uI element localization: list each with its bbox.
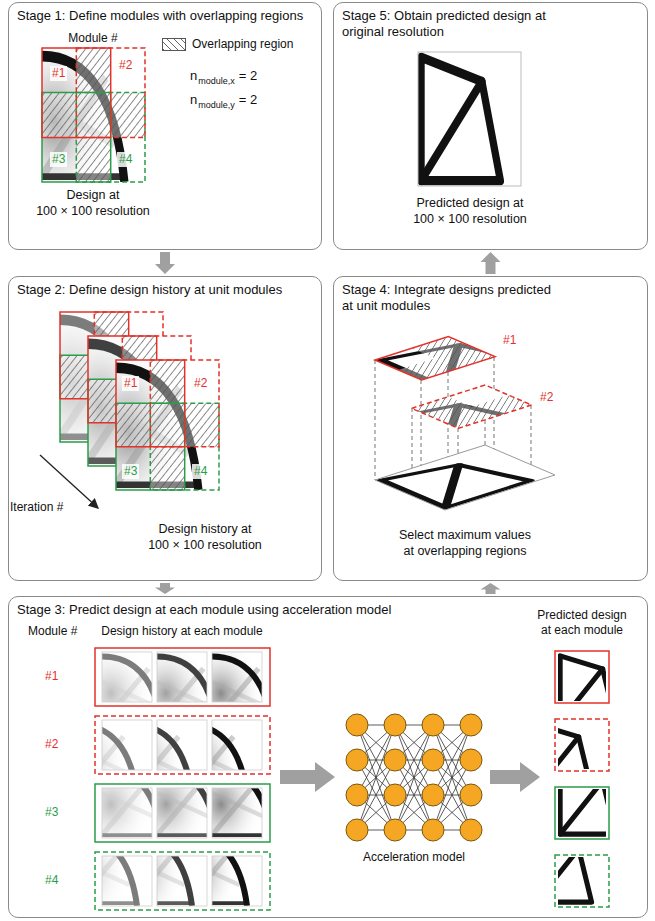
caption: Select maximum values at overlapping reg… [399, 528, 531, 559]
predicted-modules [534, 651, 630, 907]
text-line: Design at [67, 188, 120, 202]
neural-network [346, 714, 482, 841]
integration-layers [375, 325, 555, 510]
module-history-rows [77, 648, 287, 910]
module-number: #3 [122, 464, 139, 479]
stage1-design [42, 48, 145, 182]
axis-label: Iteration # [10, 500, 63, 515]
stage5-design [418, 52, 521, 186]
symbol: n [190, 68, 197, 84]
module-number: #2 [45, 737, 58, 752]
legend-swatch [162, 38, 186, 51]
text-line: Stage 5: Obtain predicted design at [342, 8, 546, 23]
text-line: Predicted design at [416, 196, 523, 210]
text-line: Design history at [158, 522, 251, 536]
module-number: #2 [192, 376, 209, 391]
module-number: #3 [45, 805, 58, 820]
stage-heading: Stage 3: Predict design at each module u… [17, 602, 391, 618]
module-number: #1 [122, 376, 139, 391]
text-line: at overlapping regions [404, 544, 527, 558]
text-line: 100 × 100 resolution [36, 204, 150, 218]
text-label: Module # [68, 31, 117, 46]
text-line: Select maximum values [399, 528, 531, 542]
module-number: #1 [50, 66, 67, 81]
legend-text: Overlapping region [192, 37, 293, 52]
text-line: Predicted design [537, 608, 626, 622]
stage-heading: Stage 5: Obtain predicted design at orig… [342, 8, 546, 40]
caption: Predicted design at 100 × 100 resolution [413, 196, 527, 227]
symbol: n [190, 92, 197, 108]
text-line: Stage 4: Integrate designs predicted [342, 282, 551, 297]
text-line: at each module [541, 623, 623, 637]
column-header: Module # [28, 624, 77, 639]
module-number: #4 [117, 152, 134, 167]
module-number: #2 [540, 390, 553, 405]
stage-heading: Stage 2: Define design history at unit m… [17, 282, 282, 298]
subscript: module,y [198, 100, 235, 111]
column-header: Design history at each module [101, 624, 262, 639]
stage-arrow [481, 252, 501, 274]
subscript: module,x [198, 76, 235, 87]
stage-arrow [155, 252, 175, 274]
text-line: 100 × 100 resolution [413, 212, 527, 226]
value: = 2 [239, 92, 257, 108]
module-number: #3 [50, 152, 67, 167]
model-label: Acceleration model [363, 850, 465, 865]
text-line: original resolution [342, 24, 444, 39]
stage-arrow [481, 583, 501, 594]
module-number: #4 [45, 873, 58, 888]
stage-heading: Stage 1: Define modules with overlapping… [17, 8, 303, 24]
stage-arrow [155, 583, 175, 594]
text-line: 100 × 100 resolution [148, 538, 262, 552]
module-number: #1 [45, 669, 58, 684]
stage-panel: Stage 3: Predict design at each module u… [8, 596, 648, 918]
module-number: #2 [117, 58, 134, 73]
value: = 2 [239, 68, 257, 84]
design-history-stack [40, 312, 219, 508]
text-line: at unit modules [342, 298, 430, 313]
stage-heading: Stage 4: Integrate designs predicted at … [342, 282, 551, 314]
column-header: Predicted design at each module [537, 608, 626, 638]
caption: Design at 100 × 100 resolution [36, 188, 150, 219]
caption: Design history at 100 × 100 resolution [148, 522, 262, 553]
module-number: #4 [192, 464, 209, 479]
module-number: #1 [503, 333, 516, 348]
